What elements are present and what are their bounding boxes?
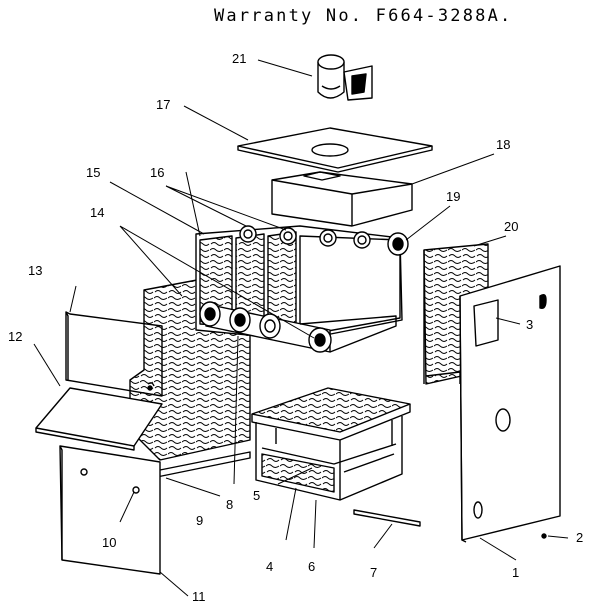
callout-12: 12 <box>8 329 23 344</box>
leader-lines <box>33 59 569 597</box>
callout-18: 18 <box>496 137 511 152</box>
callout-14: 14 <box>90 205 105 220</box>
callout-8: 8 <box>226 497 234 512</box>
callout-15: 15 <box>86 165 101 180</box>
callout-3: 3 <box>526 317 534 332</box>
callout-16: 16 <box>150 165 165 180</box>
part-1-side-panel <box>459 265 561 543</box>
part-8-nipples <box>199 301 397 353</box>
callout-11: 11 <box>192 589 206 604</box>
part-11-lower-front-panel <box>59 445 161 575</box>
part-12-shield <box>35 387 163 451</box>
part-19-plug <box>387 232 409 256</box>
callout-1: 1 <box>512 565 520 580</box>
part-17-top-plate <box>237 127 433 173</box>
callout-5: 5 <box>253 488 261 503</box>
callout-4: 4 <box>266 559 274 574</box>
callout-17: 17 <box>156 97 171 112</box>
part-7-rod <box>353 509 421 527</box>
part-18-flue-collector <box>271 171 413 227</box>
burner-box <box>251 387 411 501</box>
callout-6: 6 <box>308 559 316 574</box>
callout-2: 2 <box>576 530 584 545</box>
warranty-number: Warranty No. F664-3288A. <box>214 6 513 26</box>
callout-19: 19 <box>446 189 461 204</box>
callout-7: 7 <box>370 565 378 580</box>
part-21-regulator <box>317 54 373 101</box>
callout-9: 9 <box>196 513 204 528</box>
callout-10: 10 <box>102 535 117 550</box>
callout-20: 20 <box>504 219 519 234</box>
callout-13: 13 <box>28 263 43 278</box>
callout-21: 21 <box>232 51 247 66</box>
